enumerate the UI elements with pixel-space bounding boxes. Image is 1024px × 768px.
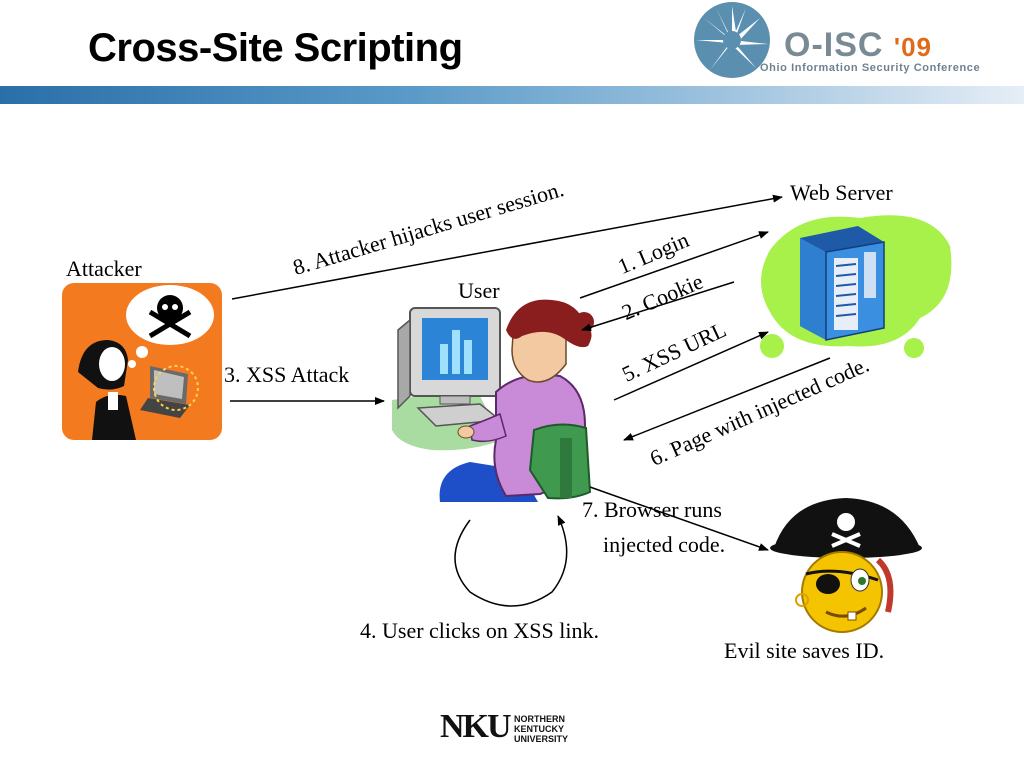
step4-label: 4. User clicks on XSS link. (360, 618, 599, 643)
attacker-label: Attacker (66, 256, 142, 281)
attacker-illustration (62, 283, 222, 440)
step3-label: 3. XSS Attack (224, 362, 349, 387)
step7-label-line1: 7. Browser runs (582, 497, 722, 522)
nku-line2: KENTUCKY (514, 724, 568, 734)
nku-logo: NKU NORTHERN KENTUCKY UNIVERSITY (436, 706, 596, 746)
step7-label-line2: injected code. (603, 532, 725, 557)
nku-line3: UNIVERSITY (514, 734, 568, 744)
pirate-face-icon (796, 552, 890, 632)
nku-line1: NORTHERN (514, 714, 568, 724)
web-server-label: Web Server (790, 180, 893, 205)
arrow-step4-loop (455, 516, 567, 606)
nku-mark: NKU (440, 708, 510, 746)
user-illustration (392, 300, 594, 502)
web-server-illustration (760, 215, 951, 358)
evil-site-label: Evil site saves ID. (724, 638, 884, 663)
server-tower-icon (800, 226, 884, 340)
nku-university-name: NORTHERN KENTUCKY UNIVERSITY (514, 714, 568, 744)
evil-site-illustration (770, 498, 922, 632)
user-label: User (458, 278, 500, 303)
